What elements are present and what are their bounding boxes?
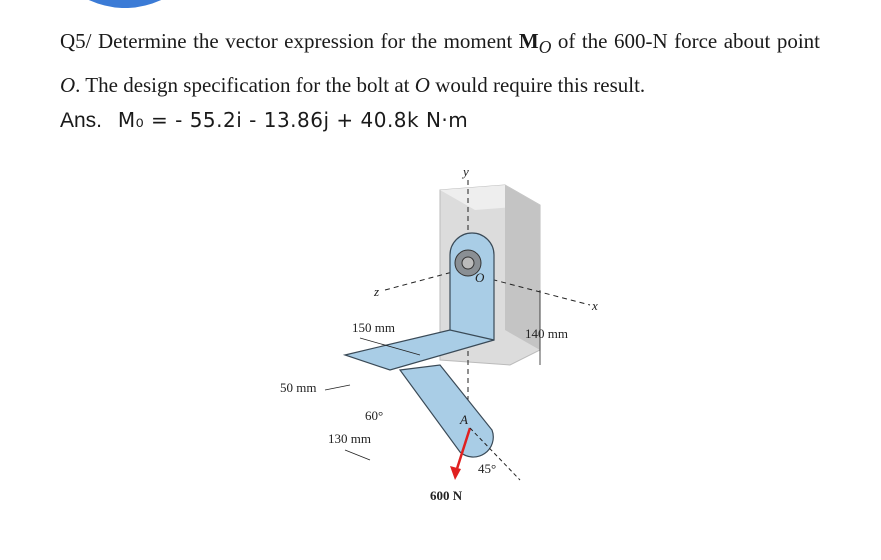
answer-label: Ans. <box>60 109 103 132</box>
vertical-plate <box>449 232 495 341</box>
question-number: Q5/ <box>60 29 92 53</box>
axis-x-label: x <box>591 298 598 313</box>
moment-symbol: M <box>518 29 539 53</box>
logo-arc <box>89 0 161 8</box>
axis-y-label: y <box>461 164 469 179</box>
point-label: O <box>60 73 76 98</box>
angled-arm <box>398 364 494 458</box>
question-text-3: . The design specification for the bolt … <box>75 73 415 98</box>
force-arrow <box>450 427 472 480</box>
moment-subscript: O <box>538 37 552 58</box>
question-text-2: of the 600-N force about point <box>551 29 821 53</box>
force-label: 600 N <box>430 488 463 503</box>
answer-expression: M₀ = - 55.2i - 13.86j + 40.8k N·m <box>117 108 469 132</box>
point-label-2: O <box>414 73 430 98</box>
answer-line: Ans. M₀ = - 55.2i - 13.86j + 40.8k N·m <box>60 108 468 133</box>
point-O-label: O <box>475 270 485 285</box>
bracket-figure: y x z O A 45° 600 N 150 mm 140 mm 50 mm … <box>280 164 598 503</box>
dim-50-label: 50 mm <box>280 380 316 395</box>
dim-140-label: 140 mm <box>525 326 568 341</box>
dim-150-label: 150 mm <box>352 320 395 335</box>
angle-45-label: 45° <box>478 461 496 476</box>
question-text-1: Determine the vector expression for the … <box>91 29 519 53</box>
question-text-4: would require this result. <box>429 73 646 98</box>
point-A-label: A <box>459 412 468 427</box>
axis-z-label: z <box>373 284 379 299</box>
dim-130-label: 130 mm <box>328 431 371 446</box>
bolt <box>454 249 482 277</box>
angle-60-label: 60° <box>365 408 383 423</box>
horizontal-plate <box>342 329 495 371</box>
question-text: Q5/ Determine the vector expression for … <box>60 22 820 104</box>
